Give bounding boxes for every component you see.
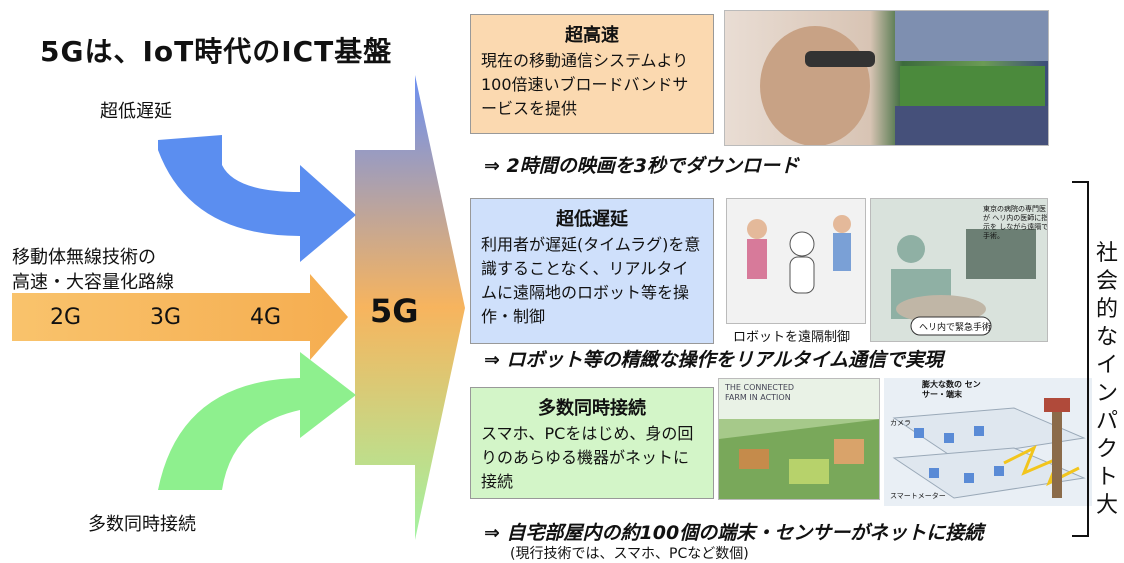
blue-arrow — [158, 135, 356, 262]
current-tech-note: (現行技術では、スマホ、PCなど数個) — [510, 546, 749, 562]
feature-body: スマホ、PCをはじめ、身の回りのあらゆる機器がネットに接続 — [481, 424, 694, 491]
feature-heading: 超低遅延 — [556, 209, 628, 230]
page-title: 5Gは、IoT時代のICT基盤 — [40, 35, 393, 68]
5g-arrow — [355, 75, 465, 540]
result-massive-connection: ⇒ 自宅部屋内の約100個の端末・センサーがネットに接続 — [484, 522, 984, 544]
orange-arrow — [12, 274, 348, 360]
label-massive-connection: 多数同時接続 — [88, 514, 196, 535]
photo-vr-stadium — [724, 10, 1049, 146]
label-mobile-tech-1: 移動体無線技術の — [12, 247, 156, 268]
illustration-sensors: 膨大な数の センサー・端末 カメラ スマートメーター — [884, 378, 1092, 506]
illustration-connected-farm: THE CONNECTED FARM IN ACTION — [718, 378, 880, 500]
feature-heading: 超高速 — [565, 25, 619, 46]
meter-label: スマートメーター — [890, 492, 946, 500]
5g-label: 5G — [370, 292, 419, 330]
illustration-robot-crowd — [726, 198, 866, 324]
robot-caption: ロボットを遠隔制御 — [733, 330, 851, 345]
impact-label: 社会的なインパクト大 — [1095, 241, 1118, 518]
gen-2g: 2G — [50, 305, 82, 330]
arrows-graphic — [12, 75, 465, 540]
gen-3g: 3G — [150, 305, 182, 330]
impact-bracket — [1072, 181, 1089, 537]
result-high-speed: ⇒ 2時間の映画を3秒でダウンロード — [484, 155, 799, 177]
farm-title: THE CONNECTED FARM IN ACTION — [725, 383, 795, 402]
sensor-title: 膨大な数の センサー・端末 — [922, 380, 981, 399]
illustration-heli-surgery: 東京の病院の専門医が ヘリ内の医師に指示を しながら遠隔で手術。 ヘリ内で緊急手… — [870, 198, 1048, 342]
label-ultra-low-latency: 超低遅延 — [100, 101, 172, 122]
result-low-latency: ⇒ ロボット等の精緻な操作をリアルタイム通信で実現 — [484, 349, 943, 371]
feature-body: 現在の移動通信システムより100倍速いブロードバンドサービスを提供 — [481, 51, 689, 118]
feature-box-low-latency: 超低遅延 利用者が遅延(タイムラグ)を意識することなく、リアルタイムに遠隔地のロ… — [470, 198, 714, 344]
feature-box-massive-connection: 多数同時接続 スマホ、PCをはじめ、身の回りのあらゆる機器がネットに接続 — [470, 387, 714, 499]
label-mobile-tech-2: 高速・大容量化路線 — [12, 272, 174, 293]
heli-caption: ヘリ内で緊急手術 — [919, 323, 992, 333]
camera-label: カメラ — [890, 419, 911, 427]
feature-heading: 多数同時接続 — [538, 398, 646, 419]
green-arrow — [158, 352, 356, 490]
feature-body: 利用者が遅延(タイムラグ)を意識することなく、リアルタイムに遠隔地のロボット等を… — [481, 235, 701, 326]
heli-note: 東京の病院の専門医が ヘリ内の医師に指示を しながら遠隔で手術。 — [983, 205, 1048, 240]
gen-4g: 4G — [250, 305, 282, 330]
feature-box-high-speed: 超高速 現在の移動通信システムより100倍速いブロードバンドサービスを提供 — [470, 14, 714, 134]
